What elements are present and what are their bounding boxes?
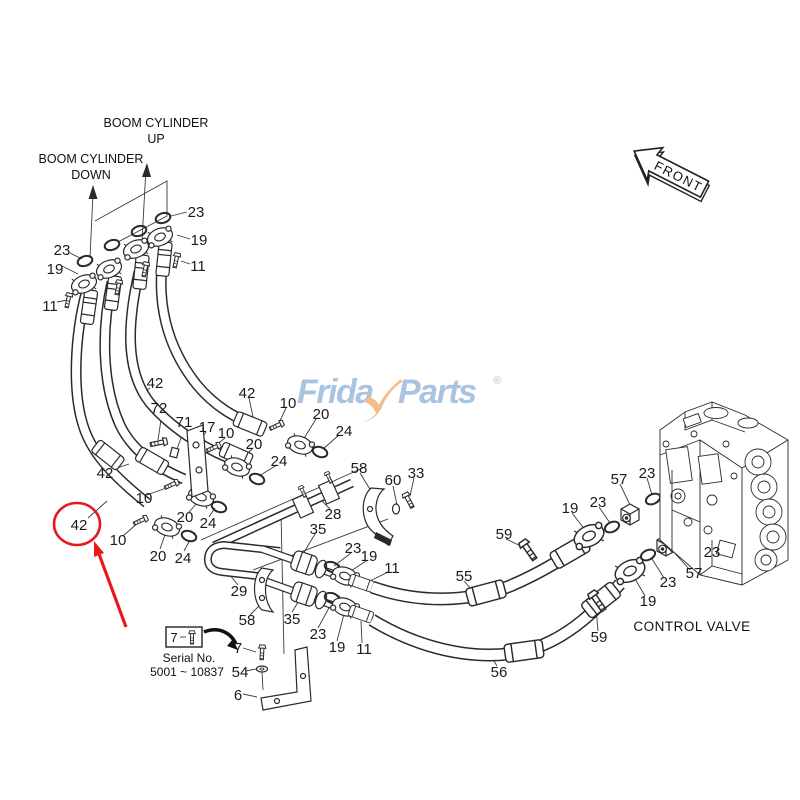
part-label-54: 54 <box>232 664 249 681</box>
part-label-10: 10 <box>136 490 153 507</box>
part-label-29: 29 <box>231 583 248 600</box>
part-label-19: 19 <box>640 593 657 610</box>
part-label-58: 58 <box>239 612 256 629</box>
bracket-17 <box>149 424 209 498</box>
washer-54 <box>255 665 269 673</box>
clamp-35-lower <box>288 580 320 608</box>
part-label-20: 20 <box>177 509 194 526</box>
part-label-11: 11 <box>384 560 400 577</box>
part-label-28: 28 <box>325 506 342 523</box>
part-label-10: 10 <box>218 425 235 442</box>
clamp-35-upper <box>288 549 320 577</box>
serial-no-label: Serial No. <box>163 651 216 665</box>
part-label-19: 19 <box>361 548 378 565</box>
part-label-6: 6 <box>234 687 242 704</box>
logo-text-prefix: Frida <box>297 373 373 411</box>
part-label-55: 55 <box>456 568 473 585</box>
logo-registered-mark: ® <box>493 375 501 387</box>
highlight-arrowhead <box>94 541 104 557</box>
part-label-10: 10 <box>110 532 127 549</box>
part-label-35: 35 <box>284 611 301 628</box>
part-label-19: 19 <box>329 639 346 656</box>
front-direction-arrow: FRONT <box>632 146 711 203</box>
part-label-42: 42 <box>97 465 114 482</box>
part-label-11: 11 <box>190 258 206 275</box>
control-valve-drawing <box>659 401 789 586</box>
down-arrowhead <box>88 185 98 199</box>
part-label-59: 59 <box>496 526 513 543</box>
hose-bundle-42 <box>70 257 269 508</box>
part-label-23: 23 <box>660 574 677 591</box>
part-label-10: 10 <box>280 395 297 412</box>
part-label-17: 17 <box>199 419 216 436</box>
hose-42-d <box>155 257 261 433</box>
part-label-20: 20 <box>150 548 167 565</box>
part-label-56: 56 <box>491 664 508 681</box>
washer-60 <box>391 503 401 515</box>
part-label-60: 60 <box>385 472 402 489</box>
callout-arrowhead <box>227 639 238 650</box>
part-label-42: 42 <box>147 375 164 392</box>
up-arrowhead <box>142 163 151 177</box>
highlight-annotation: 42 <box>52 501 128 628</box>
part-label-33: 33 <box>408 465 425 482</box>
part-label-24: 24 <box>271 453 288 470</box>
part-label-23: 23 <box>54 242 71 259</box>
part-label-24: 24 <box>336 423 353 440</box>
clamp-brackets-58 <box>253 487 417 613</box>
pipe-assembly <box>203 470 375 624</box>
fridayparts-logo: Frida Parts ® <box>297 373 501 422</box>
part-label-24: 24 <box>200 515 217 532</box>
annotation-texts: BOOM CYLINDER UP BOOM CYLINDER DOWN CONT… <box>39 116 751 634</box>
serial-no-range: 5001 ~ 10837 <box>150 665 224 679</box>
logo-text-suffix: Parts <box>398 373 476 411</box>
part-label-23: 23 <box>639 465 656 482</box>
boom-cylinder-up-line2: UP <box>147 132 164 146</box>
boom-cylinder-up-line1: BOOM CYLINDER <box>104 116 209 130</box>
highlight-arrow-shaft <box>97 553 128 628</box>
part-label-11: 11 <box>42 298 58 315</box>
part-label-19: 19 <box>191 232 208 249</box>
part-label-19: 19 <box>562 500 579 517</box>
bracket-6-assembly <box>255 644 312 711</box>
part-label-19: 19 <box>47 261 64 278</box>
part-label-20: 20 <box>246 436 263 453</box>
part-label-23: 23 <box>704 544 721 561</box>
part-label-24: 24 <box>175 550 192 567</box>
logo-swoosh-icon <box>362 379 402 422</box>
highlighted-part-label: 42 <box>71 517 88 534</box>
part-label-59: 59 <box>591 629 608 646</box>
part-label-57: 57 <box>611 471 628 488</box>
part-label-71: 71 <box>176 414 193 431</box>
part-label-23: 23 <box>310 626 327 643</box>
part-label-20: 20 <box>313 406 330 423</box>
boom-cylinder-down-line2: DOWN <box>71 168 111 182</box>
serial-callout: 7 Serial No. 5001 ~ 10837 <box>150 626 238 679</box>
part-label-11: 11 <box>356 641 372 658</box>
part-label-57: 57 <box>686 565 703 582</box>
part-label-23: 23 <box>345 540 362 557</box>
control-valve-label: CONTROL VALVE <box>633 619 750 634</box>
highlight-circle <box>52 501 102 547</box>
callout-part-number: 7 <box>170 630 177 645</box>
part-label-42: 42 <box>239 385 256 402</box>
part-label-35: 35 <box>310 521 327 538</box>
part-label-23: 23 <box>188 204 205 221</box>
hoses-55-56 <box>368 533 625 664</box>
part-label-72: 72 <box>151 400 168 417</box>
part-label-7: 7 <box>234 640 242 657</box>
hose-42-a <box>70 291 151 508</box>
part-label-23: 23 <box>590 494 607 511</box>
boom-cylinder-down-line1: BOOM CYLINDER <box>39 152 144 166</box>
part-label-58: 58 <box>351 460 368 477</box>
nut-71 <box>169 446 180 459</box>
